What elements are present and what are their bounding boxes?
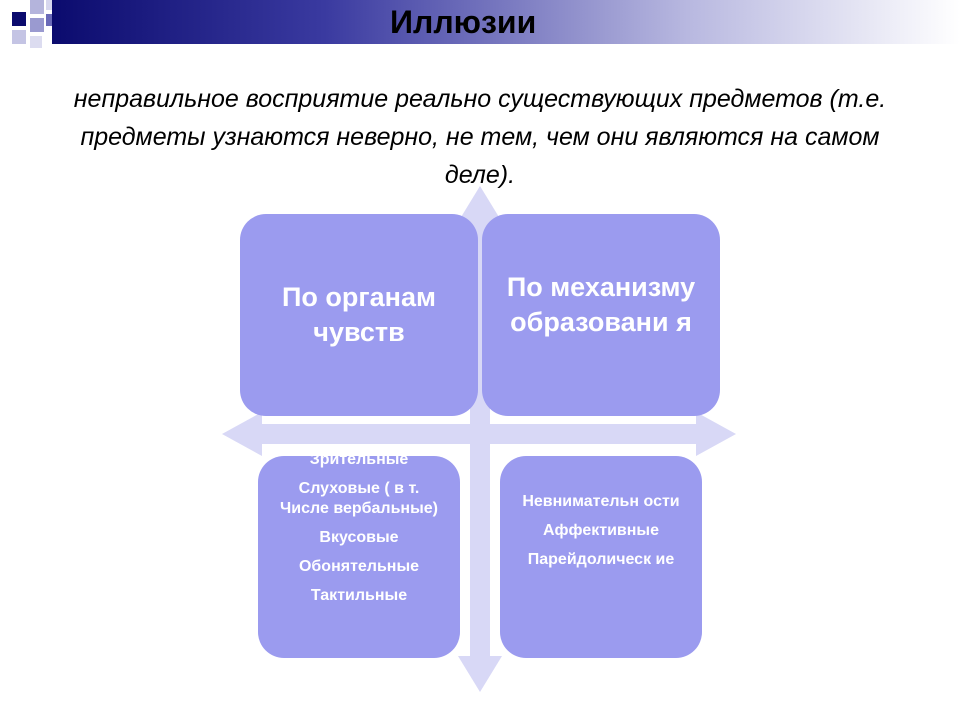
decor-square [46,0,56,10]
vertical-arrow [458,186,502,692]
list-item: Тактильные [310,587,408,604]
decor-square [12,12,26,26]
list-item: Вкусовые [319,529,399,546]
decor-square [12,30,26,44]
definition-text: неправильное восприятие реально существу… [73,85,887,189]
decor-square [30,0,44,14]
slide-title: Иллюзии [390,4,537,40]
category-box-senses: По органам чувств [240,214,478,416]
decor-square [30,18,44,32]
list-item: Слуховые ( в т. Числе вербальные) [280,480,438,517]
mechanism-list-box: Невнимательн ости Аффективные Парейдолич… [500,456,702,658]
list-item: Парейдолическ ие [527,551,675,568]
decor-square [30,36,42,48]
list-item: Аффективные [543,522,659,539]
category-label-senses: По органам чувств [282,282,436,347]
list-item: Зрительные [309,456,409,468]
category-label-mechanism: По механизму образовани я [506,272,696,337]
list-item: Невнимательн ости [522,493,680,510]
list-item: Обонятельные [298,558,420,575]
senses-list-box: Зрительные Слуховые ( в т. Числе вербаль… [258,456,460,658]
title-bar [52,0,960,44]
category-box-mechanism: По механизму образовани я [482,214,720,416]
